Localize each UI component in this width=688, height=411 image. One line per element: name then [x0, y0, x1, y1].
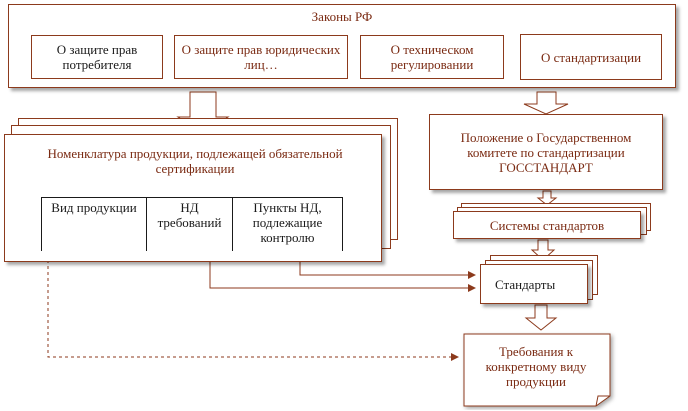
laws-title: Законы РФ	[311, 8, 373, 24]
law-legal-entities: О защите прав юридических лиц…	[174, 35, 348, 79]
gosstandart-to-systems-arrow	[536, 190, 558, 206]
column-control-points: Пункты НД, подлежащие контролю	[252, 200, 323, 245]
nomenclature-title: Номенклатура продукции, подлежащей обяза…	[47, 146, 343, 176]
law-standardization: О стандартизации	[520, 34, 662, 80]
laws-to-gosstandart-arrow	[523, 91, 569, 115]
systems-box: Системы стандартов	[453, 211, 641, 239]
requirements-document-shape	[463, 333, 611, 407]
law-consumer: О защите прав потребителя	[31, 35, 163, 79]
gosstandart-box: Положение о Государственном комитете по …	[429, 114, 663, 190]
nomenclature-table: Вид продукции НД требований Пункты НД, п…	[41, 197, 343, 251]
standards-to-requirements-arrow	[524, 304, 558, 331]
law-technical-regulation: О техническом регулировании	[360, 35, 504, 79]
requirements-box: Требования к конкретному виду продукции	[485, 343, 587, 389]
product-to-requirements-dashed	[47, 248, 459, 361]
standards-box: Стандарты	[480, 264, 588, 304]
column-nd-requirements: НД требований	[147, 198, 233, 251]
nomenclature-panel: Номенклатура продукции, подлежащей обяза…	[4, 134, 382, 262]
column-product-type: Вид продукции	[42, 198, 147, 251]
